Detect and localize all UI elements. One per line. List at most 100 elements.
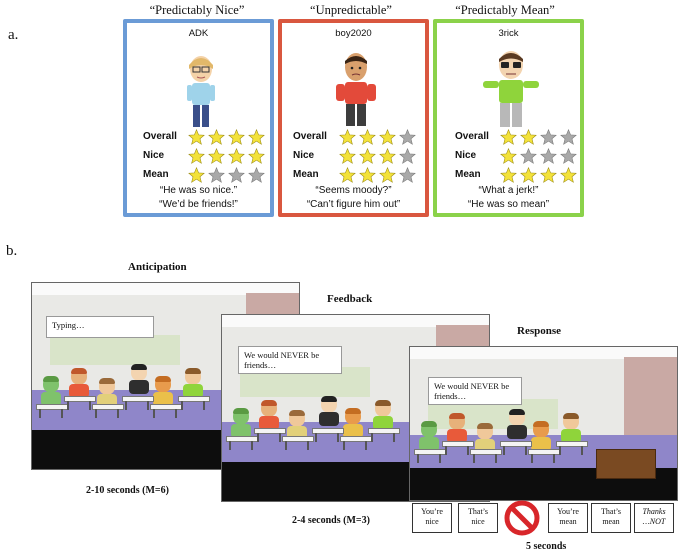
timing-response: 5 seconds (526, 541, 567, 552)
student-avatar (372, 400, 394, 432)
star-empty-icon (560, 129, 577, 145)
button-line-1: You’re (421, 507, 443, 516)
desk (312, 428, 344, 442)
star-empty-icon (228, 167, 245, 183)
star-filled-icon (359, 148, 376, 164)
response-button-youre-mean[interactable]: You’re mean (548, 503, 588, 533)
classroom-wall (624, 357, 677, 435)
classroom-ceiling (410, 347, 677, 359)
desk (254, 428, 286, 442)
student-avatar (446, 413, 468, 445)
button-line-2: nice (425, 517, 439, 526)
profile-username: 3rick (498, 28, 519, 39)
quote-line-2: “He was so mean” (467, 199, 550, 210)
response-button-thats-mean[interactable]: That’s mean (591, 503, 631, 533)
star-filled-icon (228, 148, 245, 164)
row-label-overall: Overall (143, 131, 177, 142)
student-avatar (40, 376, 62, 408)
response-button-youre-nice[interactable]: You’re nice (412, 503, 452, 533)
star-filled-icon (359, 167, 376, 183)
student-avatar (230, 408, 252, 440)
star-filled-icon (188, 167, 205, 183)
column-title-mean: “Predictably Mean” (455, 3, 555, 17)
desk (64, 396, 96, 410)
star-filled-icon (248, 129, 265, 145)
star-filled-icon (359, 129, 376, 145)
star-filled-icon (208, 129, 225, 145)
avatar-adk (187, 56, 215, 127)
star-filled-icon (208, 148, 225, 164)
desk (282, 436, 314, 450)
rating-nice (339, 148, 416, 164)
desk (414, 449, 446, 463)
desk (470, 449, 502, 463)
quote-line-2: “Can’t figure him out” (306, 199, 401, 210)
profile-card-unpredictable: boy2020 Overall Nice Mean “Seems moody?”… (278, 19, 429, 217)
star-filled-icon (228, 129, 245, 145)
student-avatar (506, 409, 528, 441)
row-label-mean: Mean (143, 169, 169, 180)
student-avatar (530, 421, 552, 453)
button-line-2: mean (559, 517, 577, 526)
row-label-mean: Mean (293, 169, 319, 180)
chat-bubble: We would NEVER be friends… (238, 346, 342, 374)
profile-card-predictably-mean: 3rick Overall Nice Mean “What a jerk!” “… (433, 19, 584, 217)
column-title-nice: “Predictably Nice” (149, 3, 245, 17)
avatar-3rick (483, 51, 539, 127)
desk (36, 404, 68, 418)
panel-b-label: b. (6, 243, 18, 259)
row-label-overall: Overall (293, 131, 327, 142)
avatar-boy2020 (336, 53, 376, 126)
star-filled-icon (560, 167, 577, 183)
desk (368, 428, 400, 442)
timing-anticipation: 2-10 seconds (M=6) (86, 485, 169, 496)
star-empty-icon (520, 148, 537, 164)
button-line-1: Thanks (642, 507, 666, 516)
student-avatar (258, 400, 280, 432)
button-line-2: nice (471, 517, 485, 526)
rating-overall (339, 129, 416, 145)
star-filled-icon (339, 148, 356, 164)
desk (442, 441, 474, 455)
timing-feedback: 2-4 seconds (M=3) (292, 515, 370, 526)
rating-mean (339, 167, 416, 183)
desk (500, 441, 532, 455)
response-button-thats-nice[interactable]: That’s nice (458, 503, 498, 533)
student-avatar (152, 376, 174, 408)
student-avatar (318, 396, 340, 428)
classroom-ceiling (32, 283, 299, 295)
desk (150, 404, 182, 418)
student-avatar (342, 408, 364, 440)
rating-mean (500, 167, 577, 183)
desk (178, 396, 210, 410)
prohibited-icon[interactable] (503, 500, 541, 536)
rating-nice (188, 148, 265, 164)
star-filled-icon (248, 148, 265, 164)
row-label-nice: Nice (143, 150, 165, 161)
star-filled-icon (540, 167, 557, 183)
desk (528, 449, 560, 463)
stage-title-feedback: Feedback (327, 293, 373, 305)
star-filled-icon (188, 148, 205, 164)
desk (92, 404, 124, 418)
row-label-overall: Overall (455, 131, 489, 142)
student-avatar (128, 364, 150, 396)
star-empty-icon (208, 167, 225, 183)
star-filled-icon (339, 129, 356, 145)
stage-title-anticipation: Anticipation (128, 261, 187, 273)
response-button-thanks-not[interactable]: Thanks …NOT (634, 503, 674, 533)
desk (556, 441, 588, 455)
student-avatar (418, 421, 440, 453)
profile-card-predictably-nice: ADK Overall Nice Mean “He was so nice.” … (123, 19, 274, 217)
quote-line-1: “Seems moody?” (315, 185, 392, 196)
button-line-1: That’s (601, 507, 621, 516)
rating-overall (500, 129, 577, 145)
profile-username: boy2020 (335, 28, 372, 39)
student-avatar (560, 413, 582, 445)
teacher-desk (596, 449, 656, 479)
star-filled-icon (188, 129, 205, 145)
quote-line-1: “He was so nice.” (159, 185, 238, 196)
star-filled-icon (500, 167, 517, 183)
star-empty-icon (248, 167, 265, 183)
desk (226, 436, 258, 450)
